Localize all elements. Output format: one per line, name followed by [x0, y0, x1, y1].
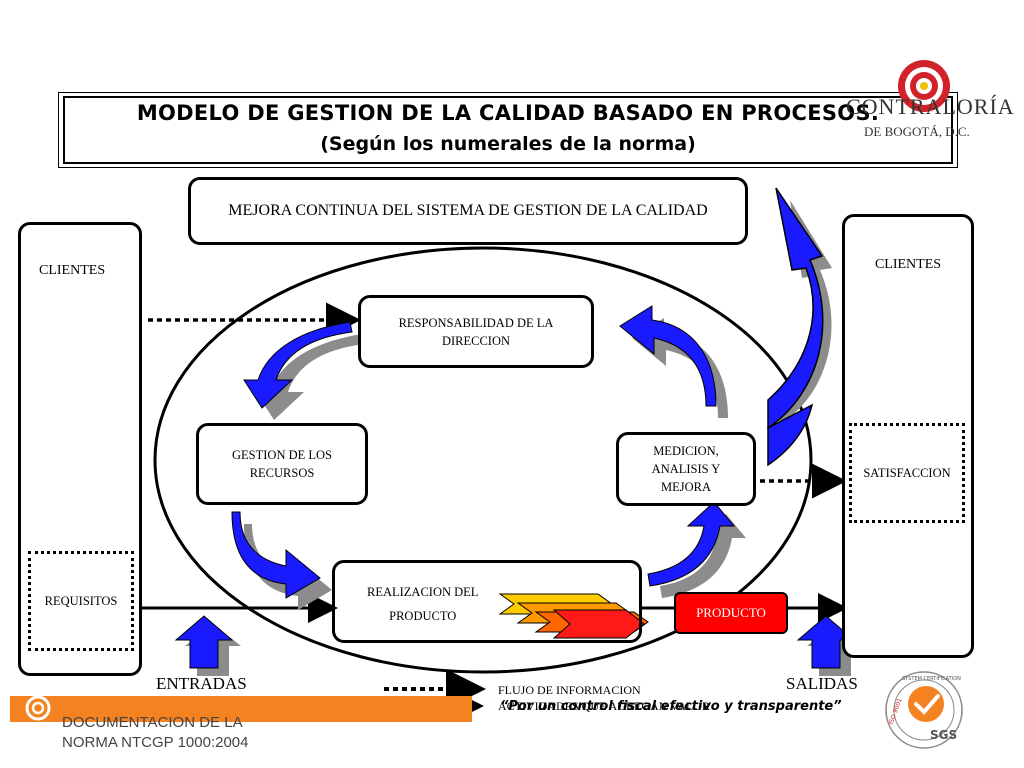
clientes-left-label: CLIENTES	[39, 263, 106, 278]
entradas-label: ENTRADAS	[156, 674, 247, 693]
cycle-arrow-topleft-icon	[243, 321, 353, 409]
doc-title-line2: NORMA NTCGP 1000:2004	[62, 734, 249, 751]
entradas-arrow-icon	[174, 615, 234, 669]
iso-seal-icon	[885, 671, 963, 749]
responsabilidad-label: RESPONSABILIDAD DE LA DIRECCION	[398, 315, 554, 348]
slogan: “Por un control fiscal efectivo y transp…	[500, 699, 842, 714]
page-subtitle: (Según los numerales de la norma)	[320, 133, 696, 155]
title-box: MODELO DE GESTION DE LA CALIDAD BASADO E…	[58, 92, 958, 168]
logo-name: CONTRALORÍA	[846, 94, 1015, 119]
cycle-arrow-shadow-left	[244, 524, 332, 610]
mejora-continua-box: MEJORA CONTINUA DEL SISTEMA DE GESTION D…	[188, 177, 748, 245]
legend-solid-label: ACTIVIDADES QUE AGREGAN VALOR	[498, 699, 710, 713]
requisitos-label: REQUISITOS	[44, 593, 118, 608]
logo-seal-icon	[898, 60, 950, 112]
producto-box: PRODUCTO	[674, 592, 788, 634]
title-inner-frame	[63, 96, 953, 164]
sgs-brand: SGS	[930, 728, 958, 742]
doc-title-line1: DOCUMENTACION DE LA	[62, 714, 243, 731]
salidas-arrow-icon	[796, 615, 856, 669]
medicion-analisis-box: MEDICION, ANALISIS Y MEJORA	[616, 432, 756, 506]
medicion-label: MEDICION, ANALISIS Y MEJORA	[651, 444, 721, 494]
mejora-continua-label: MEJORA CONTINUA DEL SISTEMA DE GESTION D…	[228, 202, 708, 219]
cycle-arrow-shadow-topleft	[256, 334, 364, 420]
cycle-arrow-left-icon	[231, 511, 321, 599]
footer-orange-bar	[10, 696, 472, 722]
sgs-certification-seal: SYSTEM CERTIFICATION ISO 9001 SGS	[876, 668, 972, 756]
responsabilidad-direccion-box: RESPONSABILIDAD DE LA DIRECCION	[358, 295, 594, 368]
seal-text: SYSTEM CERTIFICATION	[902, 676, 961, 682]
clientes-right-label: CLIENTES	[874, 257, 942, 272]
footer-seal-icon	[24, 694, 52, 722]
logo-subtitle: DE BOGOTÁ, D.C.	[864, 124, 970, 139]
realizacion-producto-box: REALIZACION DEL PRODUCTO	[332, 560, 642, 643]
salidas-label: SALIDAS	[786, 674, 858, 693]
improvement-arrow-icon	[767, 187, 824, 430]
satisfaccion-box: SATISFACCION	[849, 423, 965, 523]
cycle-arrow-topright-icon	[619, 305, 717, 407]
page-title: MODELO DE GESTION DE LA CALIDAD BASADO E…	[136, 101, 880, 125]
requisitos-box: REQUISITOS	[28, 551, 134, 651]
satisfaccion-label: SATISFACCION	[863, 465, 951, 480]
realizacion-label-line1: REALIZACION DEL	[367, 585, 479, 599]
realizacion-label-line2: PRODUCTO	[389, 609, 457, 623]
legend-dotted-label: FLUJO DE INFORMACION	[498, 683, 641, 697]
cycle-arrow-shadow-topright	[632, 318, 728, 418]
cycle-arrow-shadow-right	[660, 514, 746, 598]
gestion-recursos-box: GESTION DE LOS RECURSOS	[196, 423, 368, 505]
cycle-arrow-right-icon	[647, 501, 736, 587]
gestion-recursos-label: GESTION DE LOS RECURSOS	[232, 448, 332, 480]
producto-label: PRODUCTO	[696, 605, 766, 620]
improvement-arrow-tail	[767, 403, 814, 467]
contraloria-logo: CONTRALORÍA DE BOGOTÁ, D.C.	[840, 30, 1020, 150]
product-chevron-4	[552, 609, 645, 639]
